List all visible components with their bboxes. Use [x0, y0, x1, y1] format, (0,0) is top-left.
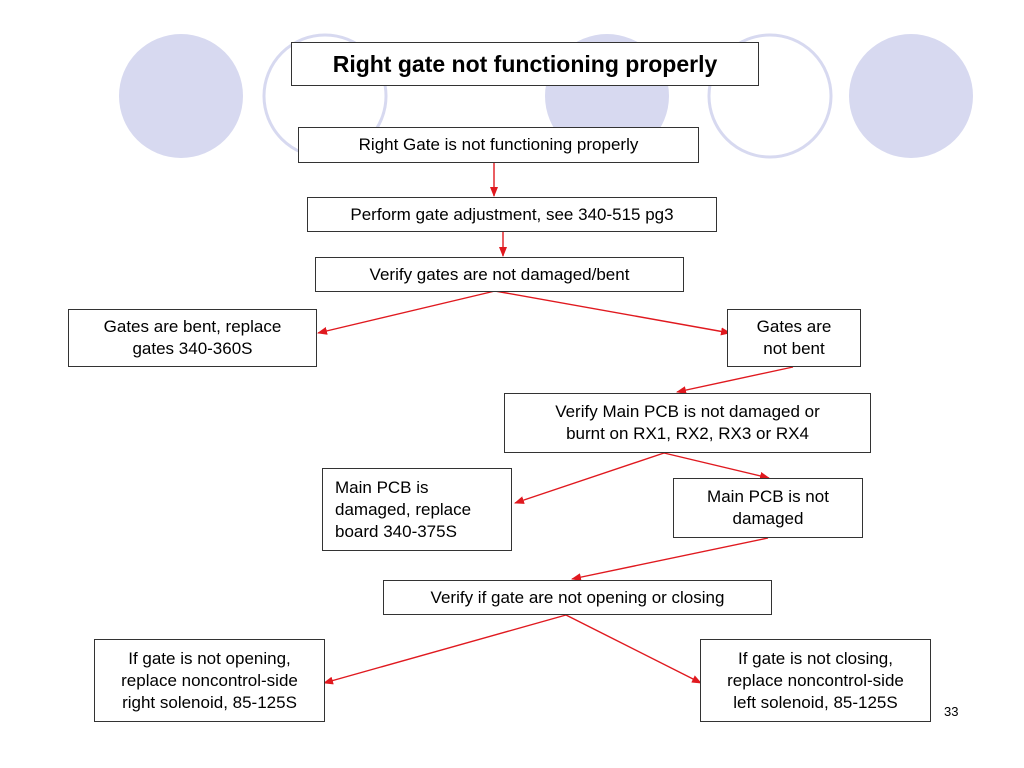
page-title: Right gate not functioning properly — [291, 42, 759, 86]
flow-box-verify-gates-not-damaged: Verify gates are not damaged/bent — [315, 257, 684, 292]
flow-box-gate-not-opening-replace: If gate is not opening, replace noncontr… — [94, 639, 325, 722]
arrow-b5-b6 — [676, 366, 794, 395]
decor-circle-filled-3 — [849, 34, 973, 158]
flow-box-verify-gate-opening-closing: Verify if gate are not opening or closin… — [383, 580, 772, 615]
flow-box-gate-not-closing-replace: If gate is not closing, replace noncontr… — [700, 639, 931, 722]
flow-box-gates-not-bent: Gates are not bent — [727, 309, 861, 367]
flow-box-right-gate-not-functioning: Right Gate is not functioning properly — [298, 127, 699, 163]
arrow-b6-b8 — [663, 452, 770, 480]
flow-box-main-pcb-not-damaged: Main PCB is not damaged — [673, 478, 863, 538]
arrow-b9-b10 — [323, 614, 567, 685]
flow-box-verify-main-pcb: Verify Main PCB is not damaged or burnt … — [504, 393, 871, 453]
decor-circle-filled-1 — [119, 34, 243, 158]
flow-box-main-pcb-damaged-replace: Main PCB is damaged, replace board 340-3… — [322, 468, 512, 551]
arrow-b9-b11 — [565, 614, 702, 684]
arrow-b3-b5 — [494, 290, 731, 336]
arrow-b6-b7 — [514, 452, 665, 504]
flow-box-gates-bent-replace: Gates are bent, replace gates 340-360S — [68, 309, 317, 367]
arrow-b3-b4 — [317, 290, 496, 335]
page-number: 33 — [944, 704, 959, 719]
decor-circle-ring-2 — [707, 33, 833, 159]
arrow-b8-b9 — [571, 537, 769, 582]
flow-box-perform-gate-adjustment: Perform gate adjustment, see 340-515 pg3 — [307, 197, 717, 232]
